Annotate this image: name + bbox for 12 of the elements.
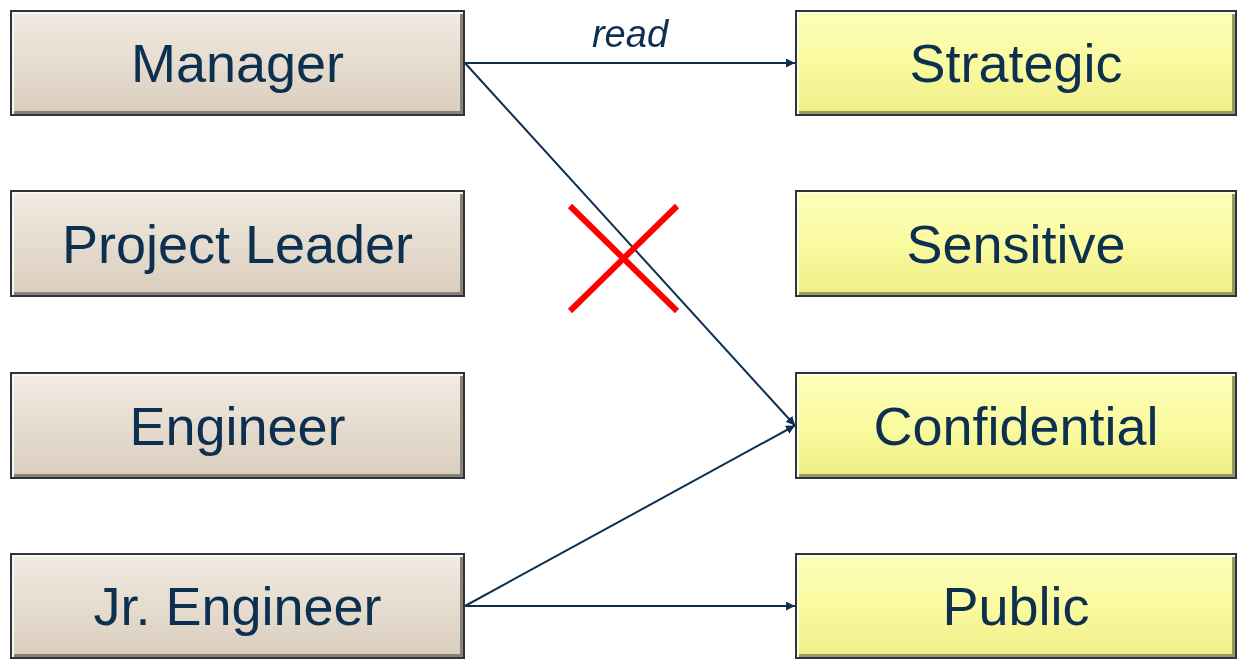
label-box: Sensitive — [795, 190, 1237, 297]
label-box: Strategic — [795, 10, 1237, 116]
label-box: Engineer — [10, 372, 465, 479]
arrow — [464, 424, 796, 607]
label-box: Public — [795, 553, 1237, 659]
label-box: Manager — [10, 10, 465, 116]
arrow — [464, 62, 796, 427]
label-box: Project Leader — [10, 190, 465, 297]
arrow — [464, 58, 796, 68]
label-box: Jr. Engineer — [10, 553, 465, 659]
label-box: Confidential — [795, 372, 1237, 479]
arrow — [464, 601, 796, 611]
